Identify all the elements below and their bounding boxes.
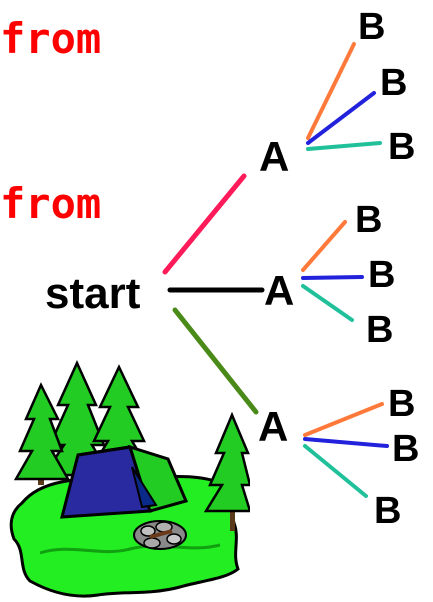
node-a3-b1: B bbox=[388, 383, 416, 425]
node-a1-b2: B bbox=[380, 62, 408, 104]
node-a3-b2: B bbox=[392, 428, 420, 470]
edge-a3-b2 bbox=[303, 437, 389, 448]
edge-a3-b1 bbox=[303, 402, 384, 437]
edge-a1-b2 bbox=[306, 91, 376, 145]
node-a1-b3: B bbox=[388, 126, 416, 168]
grass-shade bbox=[39, 543, 221, 555]
node-a2-b3: B bbox=[366, 309, 394, 351]
campfire-stones bbox=[133, 520, 187, 550]
node-start: start bbox=[45, 269, 141, 318]
edge-a2-b2 bbox=[301, 275, 364, 280]
edge-a1-b1 bbox=[306, 42, 356, 140]
node-a2-b2: B bbox=[368, 254, 396, 296]
edge-a2-b1 bbox=[301, 220, 347, 272]
edge-start-a1 bbox=[162, 173, 247, 275]
edge-a2-b3 bbox=[301, 284, 354, 322]
node-a1: A bbox=[259, 133, 290, 180]
edge-a1-b3 bbox=[306, 141, 382, 151]
node-a1-b1: B bbox=[358, 6, 386, 48]
node-a2: A bbox=[264, 267, 295, 314]
node-a3-b3: B bbox=[374, 490, 402, 532]
tent bbox=[60, 444, 189, 519]
node-a3: A bbox=[258, 403, 289, 450]
campsite-clipart bbox=[9, 359, 250, 598]
text-fragment-2: from bbox=[0, 179, 102, 228]
edge-start-a3 bbox=[172, 307, 259, 415]
text-fragment-1: from bbox=[0, 14, 102, 63]
edge-a3-b3 bbox=[303, 444, 368, 498]
node-a2-b1: B bbox=[355, 199, 383, 241]
